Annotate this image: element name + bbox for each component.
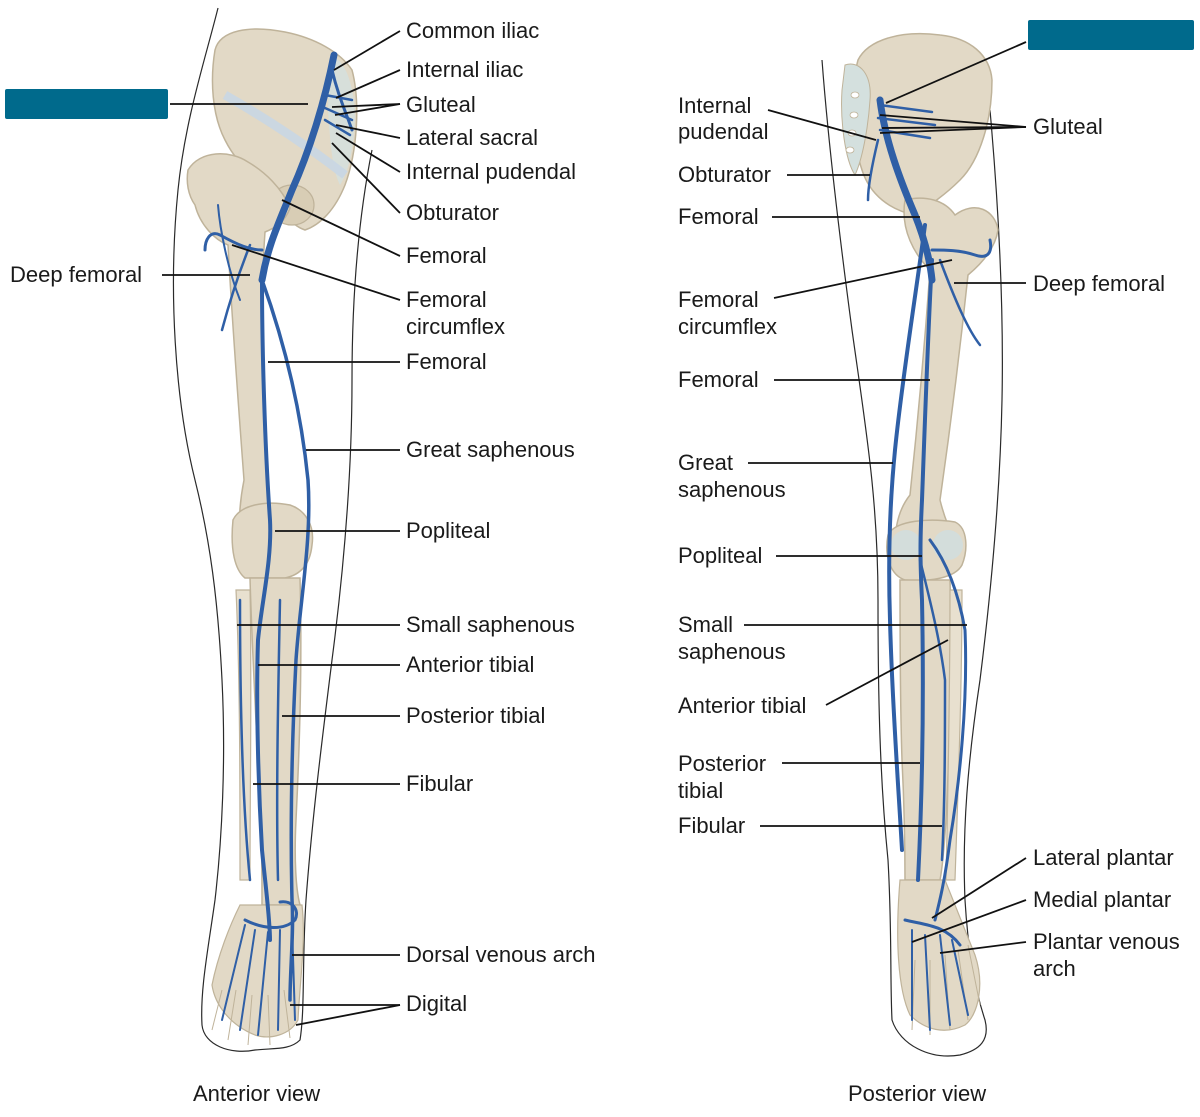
label-posterior-posterior-tibial-line1: Posterior: [678, 751, 767, 776]
label-anterior-posterior-tibial: Posterior tibial: [406, 703, 546, 728]
label-posterior-obturator: Obturator: [678, 162, 771, 187]
label-posterior-great-saphenous-line1: Great: [678, 450, 734, 475]
anterior-knee-joint: [231, 502, 314, 579]
anterior-skin-outline: [172, 7, 373, 1052]
label-anterior-common-iliac: Common iliac: [406, 18, 540, 43]
label-posterior-anterior-tibial: Anterior tibial: [678, 693, 807, 718]
label-posterior-deep-femoral: Deep femoral: [1033, 271, 1166, 296]
posterior-femur: [894, 197, 999, 546]
label-anterior-great-saphenous: Great saphenous: [406, 437, 575, 462]
posterior-leader-lines: [744, 41, 1027, 954]
caption-posterior-view: Posterior view: [848, 1081, 987, 1106]
anterior-fibula: [235, 589, 252, 881]
posterior-fibula: [945, 589, 963, 881]
label-anterior-anterior-tibial: Anterior tibial: [406, 652, 535, 677]
posterior-foot-bones: [897, 879, 981, 1031]
label-posterior-popliteal: Popliteal: [678, 543, 763, 568]
label-posterior-lateral-plantar: Lateral plantar: [1033, 845, 1174, 870]
label-posterior-medial-plantar: Medial plantar: [1033, 887, 1172, 912]
posterior-skin-outline: [821, 59, 1003, 1057]
label-posterior-internal-pudendal-line2: pudendal: [678, 119, 769, 144]
anterior-ligament-band: [222, 91, 348, 179]
hidden-label-box-posterior: [1028, 20, 1194, 50]
label-posterior-femoral-circumflex-line1: Femoral: [678, 287, 759, 312]
caption-anterior-view: Anterior view: [193, 1081, 321, 1106]
posterior-leg-drawing: [821, 33, 1003, 1057]
label-posterior-plantar-venous-arch-line1: Plantar venous: [1033, 929, 1180, 954]
label-anterior-gluteal: Gluteal: [406, 92, 476, 117]
anterior-leg-drawing: [172, 7, 373, 1052]
anterior-toe-lines: [211, 989, 291, 1046]
label-posterior-femoral-lower: Femoral: [678, 367, 759, 392]
label-anterior-deep-femoral: Deep femoral: [10, 262, 143, 287]
anterior-veins: [203, 51, 354, 1036]
label-anterior-femoral-circumflex-line2: circumflex: [406, 314, 506, 339]
label-posterior-posterior-tibial-line2: tibial: [678, 778, 724, 803]
label-anterior-obturator: Obturator: [406, 200, 499, 225]
label-anterior-small-saphenous: Small saphenous: [406, 612, 575, 637]
label-posterior-femoral-circumflex-line2: circumflex: [678, 314, 778, 339]
label-anterior-fibular: Fibular: [406, 771, 474, 796]
anterior-femur: [186, 153, 292, 546]
label-posterior-femoral-upper: Femoral: [678, 204, 759, 229]
label-anterior-internal-pudendal: Internal pudendal: [406, 159, 577, 184]
label-posterior-gluteal: Gluteal: [1033, 114, 1103, 139]
posterior-toe-lines: [911, 944, 981, 1035]
label-anterior-femoral-circumflex-line1: Femoral: [406, 287, 487, 312]
label-anterior-lateral-sacral: Lateral sacral: [406, 125, 539, 150]
label-posterior-fibular: Fibular: [678, 813, 746, 838]
hidden-label-box-anterior: [5, 89, 168, 119]
label-posterior-great-saphenous-line2: saphenous: [678, 477, 786, 502]
label-anterior-digital: Digital: [406, 991, 468, 1016]
label-anterior-internal-iliac: Internal iliac: [406, 57, 524, 82]
posterior-veins: [866, 96, 993, 1031]
label-posterior-plantar-venous-arch-line2: arch: [1033, 956, 1076, 981]
anterior-leader-lines: [162, 30, 401, 1026]
label-posterior-small-saphenous-line2: saphenous: [678, 639, 786, 664]
posterior-condyle-medial: [933, 530, 963, 560]
posterior-condyle-lateral: [891, 530, 921, 560]
label-anterior-dorsal-venous-arch: Dorsal venous arch: [406, 942, 596, 967]
label-anterior-popliteal: Popliteal: [406, 518, 491, 543]
label-posterior-small-saphenous-line1: Small: [678, 612, 734, 637]
anterior-sacral-tissue: [328, 55, 355, 185]
label-anterior-femoral-upper: Femoral: [406, 243, 487, 268]
label-posterior-internal-pudendal-line1: Internal: [678, 93, 752, 118]
label-anterior-femoral-lower: Femoral: [406, 349, 487, 374]
